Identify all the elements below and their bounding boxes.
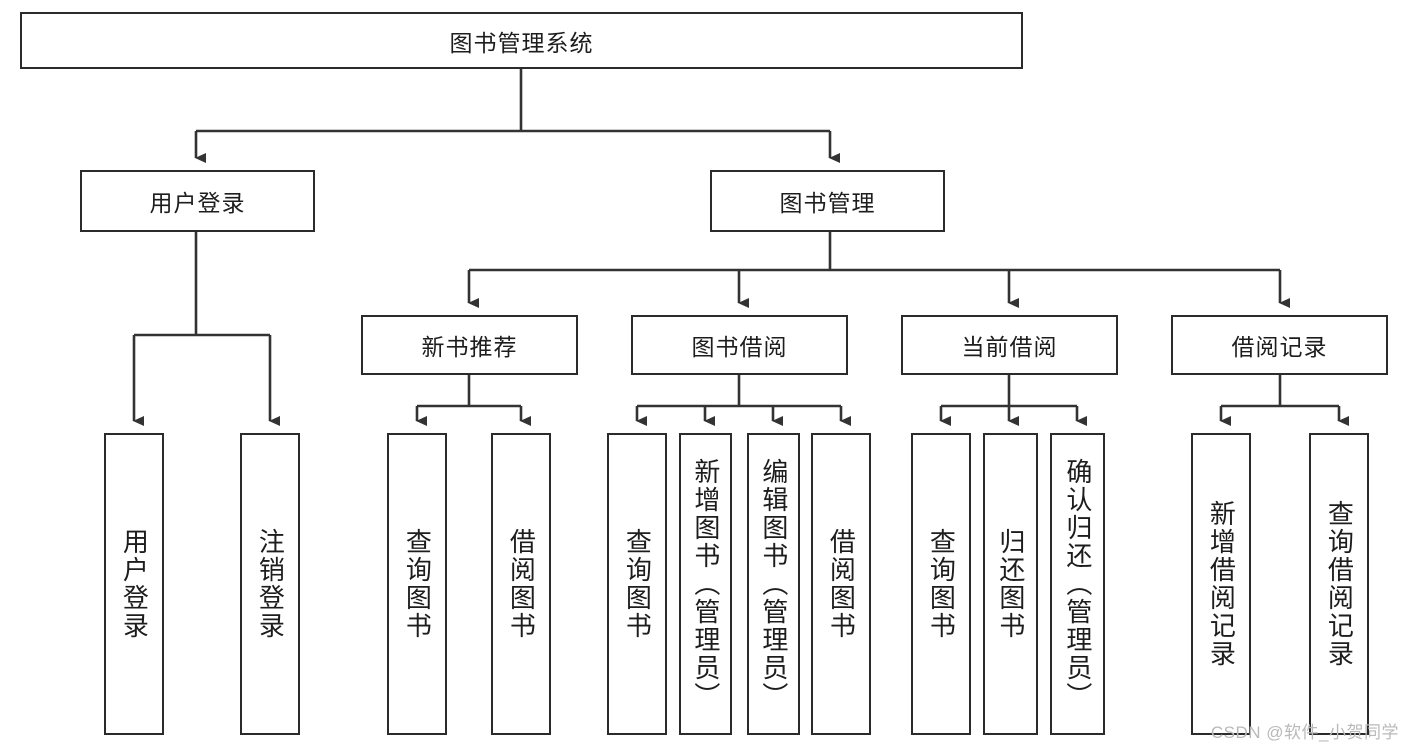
- leaf-label: 查询图书: [402, 528, 433, 640]
- leaf-label: 新增借阅记录: [1206, 500, 1237, 668]
- node-new-book-recommend[interactable]: 新书推荐: [361, 315, 578, 375]
- leaf-user-login-logout[interactable]: 注销登录: [240, 433, 300, 735]
- leaf-new-book-borrow-book[interactable]: 借阅图书: [491, 433, 551, 735]
- leaf-current-borrow-confirm-return-admin[interactable]: 确认归还（管理员）: [1050, 433, 1105, 735]
- node-current-borrow[interactable]: 当前借阅: [901, 315, 1118, 375]
- leaf-user-login-login[interactable]: 用户登录: [104, 433, 164, 735]
- leaf-book-borrow-edit-book-admin[interactable]: 编辑图书（管理员）: [747, 433, 800, 735]
- leaf-current-borrow-query-book[interactable]: 查询图书: [911, 433, 971, 735]
- leaf-label: 借阅图书: [506, 528, 537, 640]
- leaf-current-borrow-return-book[interactable]: 归还图书: [983, 433, 1038, 735]
- leaf-label: 查询图书: [622, 528, 653, 640]
- leaf-borrow-record-query-record[interactable]: 查询借阅记录: [1309, 433, 1369, 735]
- node-user-login[interactable]: 用户登录: [80, 170, 315, 232]
- leaf-label: 编辑图书（管理员）: [758, 458, 789, 710]
- leaf-label: 确认归还（管理员）: [1062, 458, 1093, 710]
- leaf-book-borrow-add-book-admin[interactable]: 新增图书（管理员）: [679, 433, 732, 735]
- csdn-watermark: CSDN @软件_小贺同学: [1210, 723, 1399, 742]
- node-root-book-management-system[interactable]: 图书管理系统: [20, 12, 1023, 69]
- leaf-label: 注销登录: [255, 528, 286, 640]
- leaf-label: 新增图书（管理员）: [690, 458, 721, 710]
- node-book-borrow[interactable]: 图书借阅: [631, 315, 848, 375]
- leaf-label: 用户登录: [119, 528, 150, 640]
- leaf-new-book-query-book[interactable]: 查询图书: [387, 433, 447, 735]
- leaf-book-borrow-query-book[interactable]: 查询图书: [607, 433, 667, 735]
- leaf-label: 查询图书: [926, 528, 957, 640]
- node-book-management[interactable]: 图书管理: [710, 170, 945, 232]
- node-borrow-record[interactable]: 借阅记录: [1171, 315, 1388, 375]
- leaf-label: 归还图书: [995, 528, 1026, 640]
- leaf-label: 借阅图书: [826, 528, 857, 640]
- leaf-book-borrow-borrow-book[interactable]: 借阅图书: [811, 433, 871, 735]
- leaf-label: 查询借阅记录: [1324, 500, 1355, 668]
- leaf-borrow-record-add-record[interactable]: 新增借阅记录: [1191, 433, 1251, 735]
